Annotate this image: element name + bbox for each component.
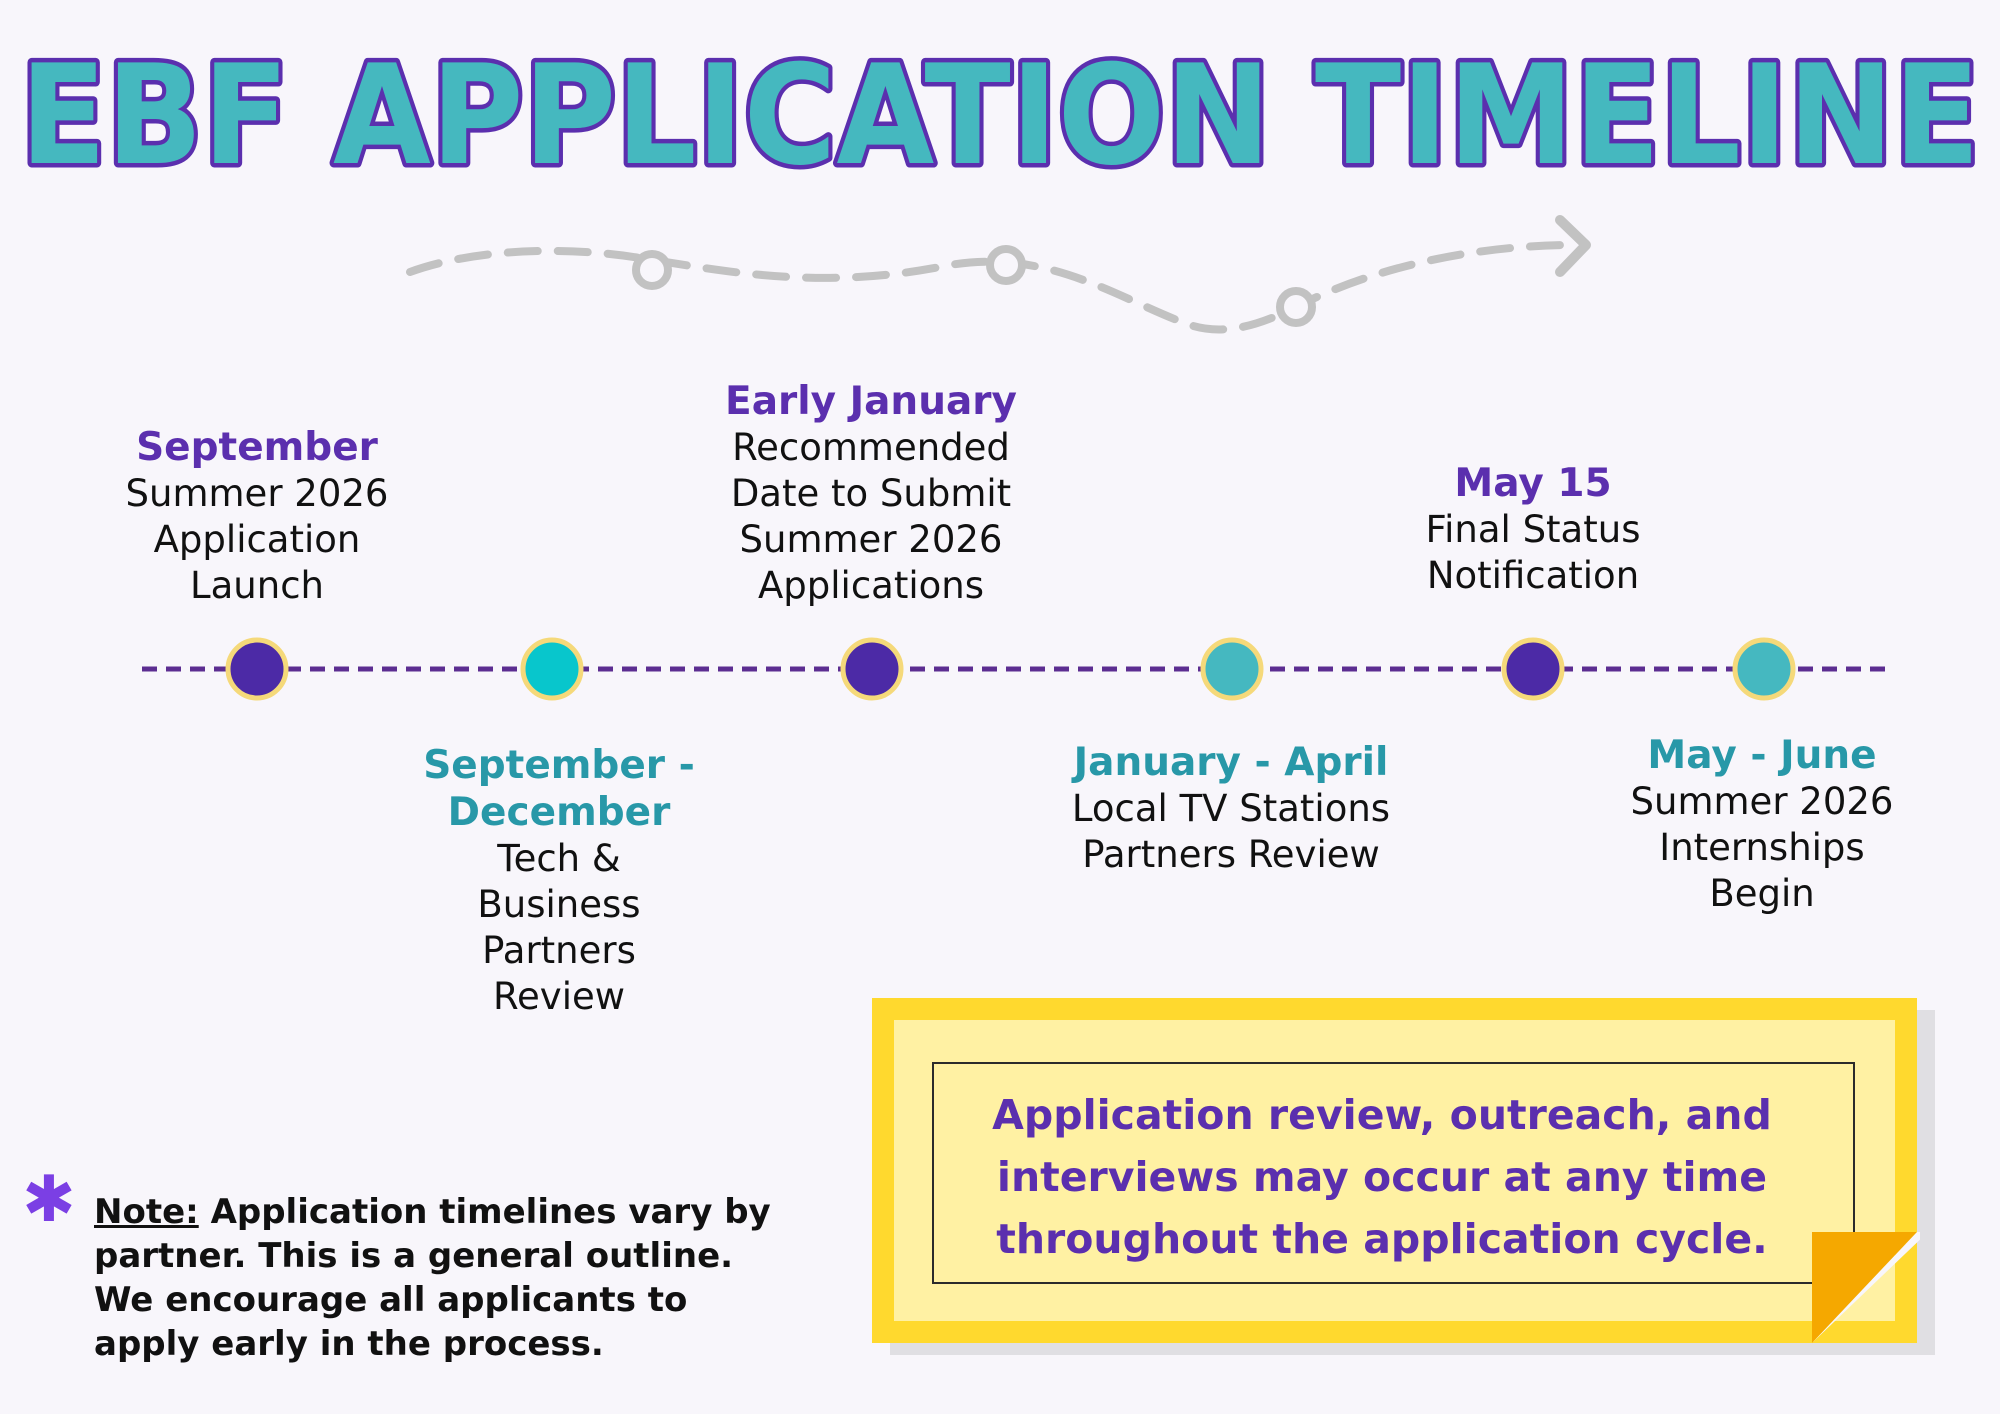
timeline-dot (225, 637, 289, 701)
timeline-dot (520, 637, 584, 701)
arrow-head (1555, 215, 1591, 277)
page-title: EBF APPLICATION TIMELINE (20, 40, 1980, 190)
timeline-dot (1200, 637, 1264, 701)
note-text: Note: Application timelines vary by part… (94, 1190, 794, 1366)
title-banner: EBF APPLICATION TIMELINE (16, 40, 1985, 190)
milestone-january-april: January - April Local TV Stations Partne… (1021, 739, 1441, 878)
milestone-date: Early January (725, 379, 1017, 424)
path-node (1276, 287, 1316, 327)
timeline-dot (1732, 637, 1796, 701)
milestone-description: Final Status Notification (1425, 508, 1641, 597)
sticky-note-inner (894, 1020, 1895, 1321)
milestone-date: May 15 (1454, 461, 1612, 506)
milestone-date: January - April (1073, 740, 1389, 785)
milestone-date: September (136, 425, 378, 470)
sticky-note (872, 998, 1917, 1343)
note-body: Application timelines vary by partner. T… (94, 1192, 771, 1364)
milestone-description: Summer 2026 Application Launch (125, 472, 389, 607)
sticky-note-frame (932, 1062, 1855, 1284)
milestone-early-january: Early January Recommended Date to Submit… (661, 378, 1081, 609)
path-node (986, 245, 1026, 285)
callout-text: Application review, outreach, and interv… (992, 1091, 1772, 1263)
milestone-date: May - June (1647, 733, 1877, 778)
milestone-description: Local TV Stations Partners Review (1071, 787, 1391, 876)
milestone-may-15: May 15 Final Status Notification (1323, 460, 1743, 599)
timeline-dot (840, 637, 904, 701)
note-label: Note: (94, 1192, 199, 1232)
path-node (632, 250, 672, 290)
milestone-description: Recommended Date to Submit Summer 2026 A… (730, 426, 1012, 607)
timeline-dot (1501, 637, 1565, 701)
dashed-arrow-path-icon (406, 215, 1591, 334)
milestone-description: Summer 2026 Internships Begin (1630, 780, 1894, 915)
milestone-description: Tech & Business Partners Review (477, 837, 641, 1018)
milestone-september: September Summer 2026 Application Launch (47, 424, 467, 609)
page-curl-icon (1812, 1232, 1920, 1343)
milestone-may-june: May - June Summer 2026 Internships Begin (1552, 732, 1972, 917)
milestone-date: September - December (423, 743, 695, 835)
asterisk-icon: ✱ (22, 1163, 76, 1237)
milestone-september-december: September - December Tech & Business Par… (349, 742, 769, 1020)
